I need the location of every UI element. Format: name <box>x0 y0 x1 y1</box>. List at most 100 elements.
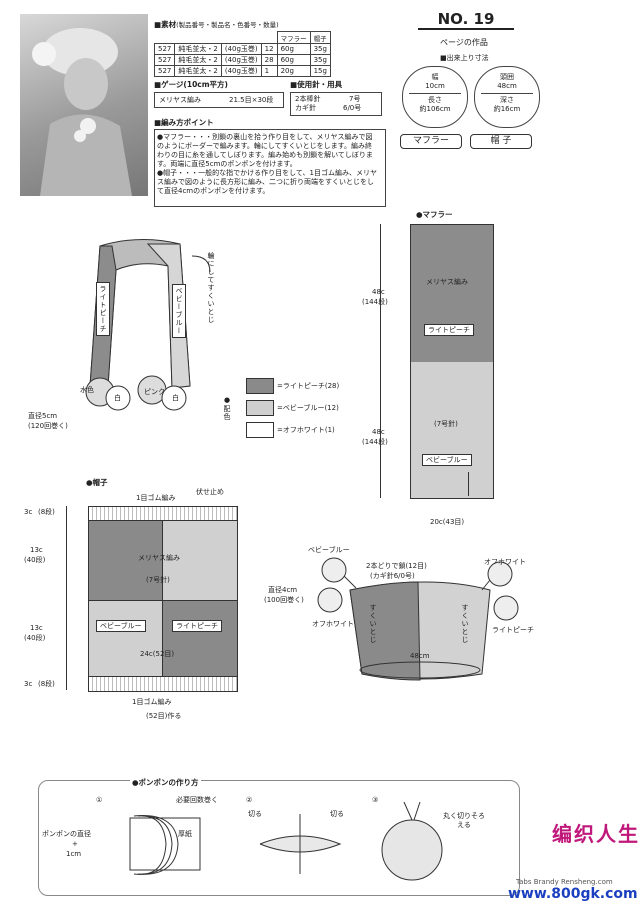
pompom-step2-bundle <box>259 814 342 874</box>
legend-title: ●配色 <box>223 396 231 421</box>
muffler-chart-title: ●マフラー <box>416 210 453 219</box>
muffler-upper-stitch: メリヤス編み <box>426 278 468 286</box>
muffler-length-label: 長さ <box>428 96 442 104</box>
tool-needle-size: 7号 <box>349 95 361 103</box>
hat-r4: 3c <box>24 680 33 688</box>
hat-bind-off: 伏せ止め <box>196 488 224 496</box>
pompom-step3-ball <box>381 801 443 881</box>
hat-sketch-pom-size: 直径4cm <box>268 586 298 594</box>
gauge-stitch: メリヤス編み <box>159 96 201 104</box>
materials-subtitle: (製品番号・製品名・色番号・数量) <box>176 21 279 29</box>
muffler-dim-line <box>380 224 381 498</box>
scarf-pom-a: 水色 <box>80 386 94 394</box>
watermark-url: www.800gk.com <box>508 886 638 902</box>
hat-rib-bottom <box>88 676 238 692</box>
pompom-cut-b: 切る <box>330 810 344 818</box>
muffler-width-dim: 20c(43目) <box>430 518 465 526</box>
gauge-value: 21.5目×30段 <box>229 96 274 104</box>
muffler-upper-block <box>410 224 494 364</box>
muffler-width: 10cm <box>425 82 445 90</box>
scarf-pom-d: 白 <box>172 394 179 402</box>
pompom-card: 厚紙 <box>178 830 192 838</box>
pompom-diam-a: ポンポンの直径 <box>42 830 91 838</box>
muffler-arrow <box>468 472 469 496</box>
scarf-sketch <box>85 239 211 411</box>
tools-box: 2本棒針 7号 カギ針 6/0号 <box>290 92 382 116</box>
legend-off-white: =オフホワイト(1) <box>277 425 335 434</box>
point-line: のようにボーダーで編みます。輪にしてすくいとじをします。編み終 <box>157 142 372 150</box>
pompom-diam-b: + <box>72 840 78 848</box>
gauge-title: ■ゲージ(10cm平方) <box>154 80 228 89</box>
muffler-upper-color: ライトピーチ <box>424 324 474 336</box>
scarf-pom-c: ピンク <box>144 388 165 396</box>
tool-needle: 2本棒針 <box>295 95 321 103</box>
tools-title: ■使用針・用具 <box>290 80 343 89</box>
pompom-trim: 丸く切りそろえる <box>443 812 485 829</box>
pompom-wrap-note: 必要回数巻く <box>176 796 218 804</box>
hat-sketch-baby-blue: ベビーブルー <box>308 546 350 554</box>
hat-bottom-rib: 1目ゴム編み <box>132 698 172 706</box>
pompom-title: ●ポンポンの作り方 <box>130 778 201 787</box>
hat-r1: 3c <box>24 508 33 516</box>
hat-chart-title: ●帽子 <box>86 478 108 487</box>
point-line: わりの目に糸を通してしぼります。編み始めも別鎖を解いてしぼりま <box>157 151 373 159</box>
points-box: ●マフラー・・・別鎖の裏山を拾う作り目をして、メリヤス編みで図 のようにボーダー… <box>154 129 386 207</box>
hat-r3: 13c <box>30 624 43 632</box>
photo-figure <box>32 28 132 196</box>
scarf-fold-note: 輪にしてすくいとじ <box>207 252 215 324</box>
gauge-box: メリヤス編み 21.5目×30段 <box>154 92 284 108</box>
hat-stitch: メリヤス編み <box>138 554 180 562</box>
col-hat: 帽子 <box>309 31 331 44</box>
hat-depth: 約16cm <box>493 105 521 113</box>
tool-hook-size: 6/0号 <box>343 104 362 112</box>
point-line: ●マフラー・・・別鎖の裏山を拾う作り目をして、メリヤス編みで図 <box>157 133 373 141</box>
hat-left-color: ベビーブルー <box>96 620 146 632</box>
muffler-lower-color: ベビーブルー <box>422 454 472 466</box>
hat-r2b: (40段) <box>24 556 46 564</box>
points-title: ■編み方ポイント <box>154 118 214 127</box>
point-line: ス編みで図のように長方形に編み、二つに折り両端をすくいとじをし <box>157 178 374 186</box>
hat-sketch-seam-right: すくいとじ <box>461 604 469 644</box>
hat-tab-button[interactable]: 帽 子 <box>470 134 532 149</box>
hat-r2: 13c <box>30 546 43 554</box>
muffler-lower-needle: (7号針) <box>434 420 458 428</box>
hat-sketch-seam-left: すくいとじ <box>369 604 377 644</box>
point-line: す。両端に直径5cmのポンポンを付けます。 <box>157 160 297 168</box>
scarf-pom-wraps: (120回巻く) <box>28 422 68 430</box>
hat-cast-on: (52目)作る <box>146 712 182 720</box>
muffler-tab-button[interactable]: マフラー <box>400 134 462 149</box>
hat-sketch-tie-hook: (カギ針6/0号) <box>370 572 415 580</box>
hat-r3b: (40段) <box>24 634 46 642</box>
hat-depth-label: 深さ <box>500 96 514 104</box>
hat-head: 48cm <box>497 82 517 90</box>
pompom-diam-c: 1cm <box>66 850 82 858</box>
scarf-pom-b: 白 <box>114 394 121 402</box>
muffler-size-oval: 幅 10cm 長さ 約106cm <box>402 66 468 128</box>
muffler-length: 約106cm <box>419 105 451 113</box>
point-line: て直径4cmのポンポンを付けます。 <box>157 187 270 195</box>
pompom-cut-a: 切る <box>248 810 262 818</box>
hat-sketch-tie: 2本どりで鎖(12目) <box>366 562 427 570</box>
swatch-baby-blue <box>246 400 274 416</box>
hat-sketch-pom-wraps: (100回巻く) <box>264 596 304 604</box>
pompom-panel <box>38 780 520 896</box>
muffler-width-label: 幅 <box>431 73 439 81</box>
swatch-off-white <box>246 422 274 438</box>
col-muffler: マフラー <box>276 31 311 44</box>
pompom-step1-card <box>129 815 201 875</box>
pompom-step2: ② <box>246 796 253 804</box>
legend-light-peach: =ライトピーチ(28) <box>277 381 340 390</box>
tool-hook: カギ針 <box>295 104 316 112</box>
finished-size-title: ■出来上り寸法 <box>440 54 489 62</box>
hat-sketch <box>317 557 519 681</box>
watermark-small: Tabs Brandy Rensheng.com <box>516 878 613 886</box>
scarf-label-left: ライトピーチ <box>96 282 110 336</box>
hat-block-top-right <box>162 520 238 602</box>
hat-r4b: (8段) <box>38 680 55 688</box>
muffler-upper-len: 48c <box>372 288 385 296</box>
hat-inner-width: 24c(52目) <box>140 650 175 658</box>
